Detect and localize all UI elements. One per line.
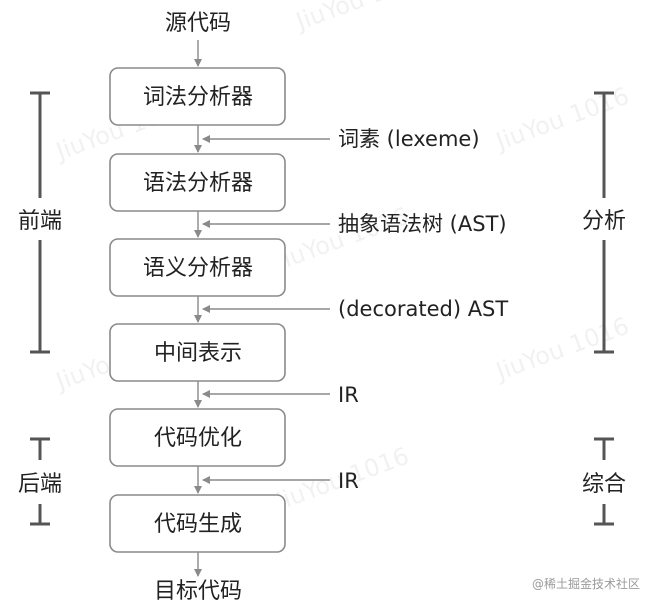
stage-intermediate-representation: 中间表示 xyxy=(109,323,286,382)
annotation-ir-2: IR xyxy=(202,469,359,493)
credit-text: @稀土掘金技术社区 xyxy=(532,576,640,591)
stage-lexer: 词法分析器 xyxy=(109,67,286,126)
stage-label: 代码优化 xyxy=(154,426,242,451)
source-code-label: 源代码 xyxy=(165,11,231,36)
analysis-bracket: 分析 xyxy=(582,91,626,354)
stage-box xyxy=(109,408,286,467)
analysis-label: 分析 xyxy=(582,209,626,234)
backend-label: 后端 xyxy=(18,472,62,497)
frontend-label: 前端 xyxy=(18,209,62,234)
stage-label: 语义分析器 xyxy=(143,256,253,281)
watermark: JiuYou 1016 xyxy=(491,312,633,387)
synthesis-bracket: 综合 xyxy=(582,437,626,526)
stage-parser: 语法分析器 xyxy=(109,153,286,212)
stage-code-generation: 代码生成 xyxy=(109,494,286,553)
annotation-label: IR xyxy=(338,383,359,407)
stage-box xyxy=(109,238,286,297)
stage-label: 中间表示 xyxy=(154,341,242,366)
annotation-label: (decorated) AST xyxy=(338,297,508,321)
annotation-ast: 抽象语法树 (AST) xyxy=(202,212,507,236)
annotation-decorated-ast: (decorated) AST xyxy=(202,297,508,321)
stage-label: 代码生成 xyxy=(154,512,242,537)
target-code-label: 目标代码 xyxy=(154,579,242,604)
stage-box xyxy=(109,323,286,382)
stage-box xyxy=(109,494,286,553)
stage-label: 语法分析器 xyxy=(143,171,253,196)
stage-code-optimization: 代码优化 xyxy=(109,408,286,467)
stage-label: 词法分析器 xyxy=(143,85,253,110)
annotation-lexeme: 词素 (lexeme) xyxy=(202,127,480,151)
annotation-label: 词素 (lexeme) xyxy=(338,127,480,151)
stage-box xyxy=(109,153,286,212)
backend-bracket: 后端 xyxy=(18,437,62,526)
stage-semantic-analyzer: 语义分析器 xyxy=(109,238,286,297)
stage-box xyxy=(109,67,286,126)
annotation-label: 抽象语法树 (AST) xyxy=(338,212,507,236)
annotation-ir-1: IR xyxy=(202,383,359,407)
watermark: JiuYou 1016 xyxy=(291,0,433,36)
synthesis-label: 综合 xyxy=(582,472,626,497)
frontend-bracket: 前端 xyxy=(18,91,62,354)
annotation-label: IR xyxy=(338,469,359,493)
